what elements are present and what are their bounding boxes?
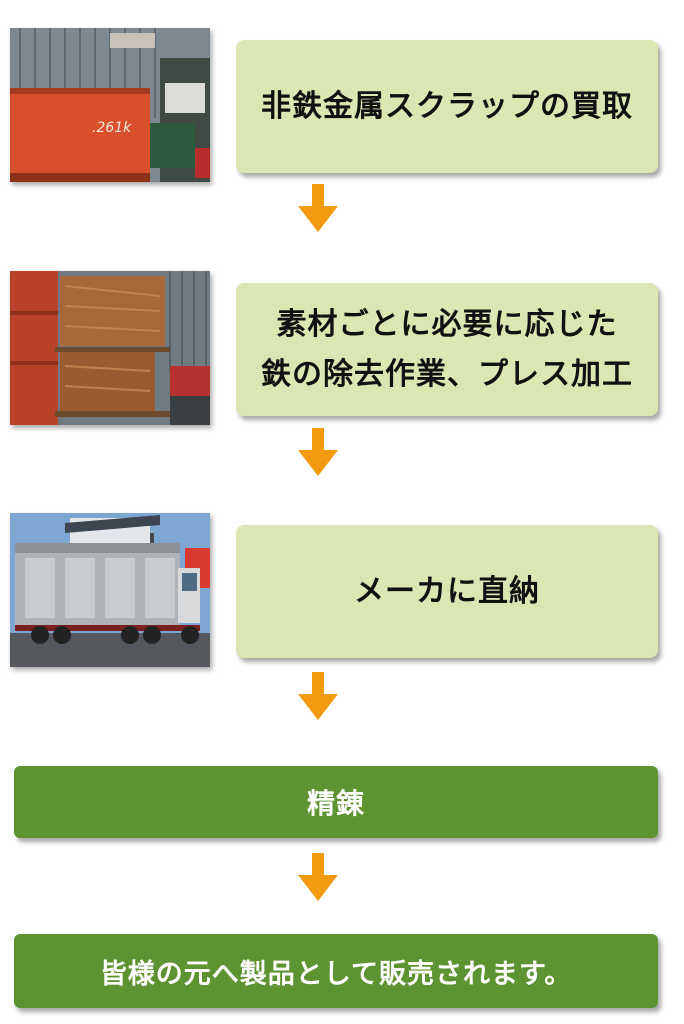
arrow-down-icon [298, 428, 338, 476]
step-4-text: 精錬 [307, 782, 365, 822]
arrow-down-icon [298, 672, 338, 720]
container-marking: .261k [92, 120, 132, 136]
step-1-text: 非鉄金属スクラップの買取 [261, 82, 633, 132]
step-5-text: 皆様の元へ製品として販売されます。 [100, 952, 573, 991]
arrow-down-icon [298, 853, 338, 901]
step-1-purchase-box: 非鉄金属スクラップの買取 [236, 40, 658, 173]
step-2-text-line-2: 鉄の除去作業、プレス加工 [261, 350, 633, 400]
photo-delivery-truck [10, 513, 210, 667]
step-4-refining-bar: 精錬 [14, 766, 658, 838]
step-2-processing-box: 素材ごとに必要に応じた 鉄の除去作業、プレス加工 [236, 283, 658, 416]
photo-scrap-container: .261k [10, 28, 210, 182]
step-2-text-line-1: 素材ごとに必要に応じた [277, 300, 618, 350]
arrow-down-icon [298, 184, 338, 232]
step-3-delivery-box: メーカに直納 [236, 525, 658, 658]
step-3-text: メーカに直納 [354, 567, 540, 617]
step-5-sales-bar: 皆様の元へ製品として販売されます。 [14, 934, 658, 1008]
photo-pressed-bales [10, 271, 210, 425]
